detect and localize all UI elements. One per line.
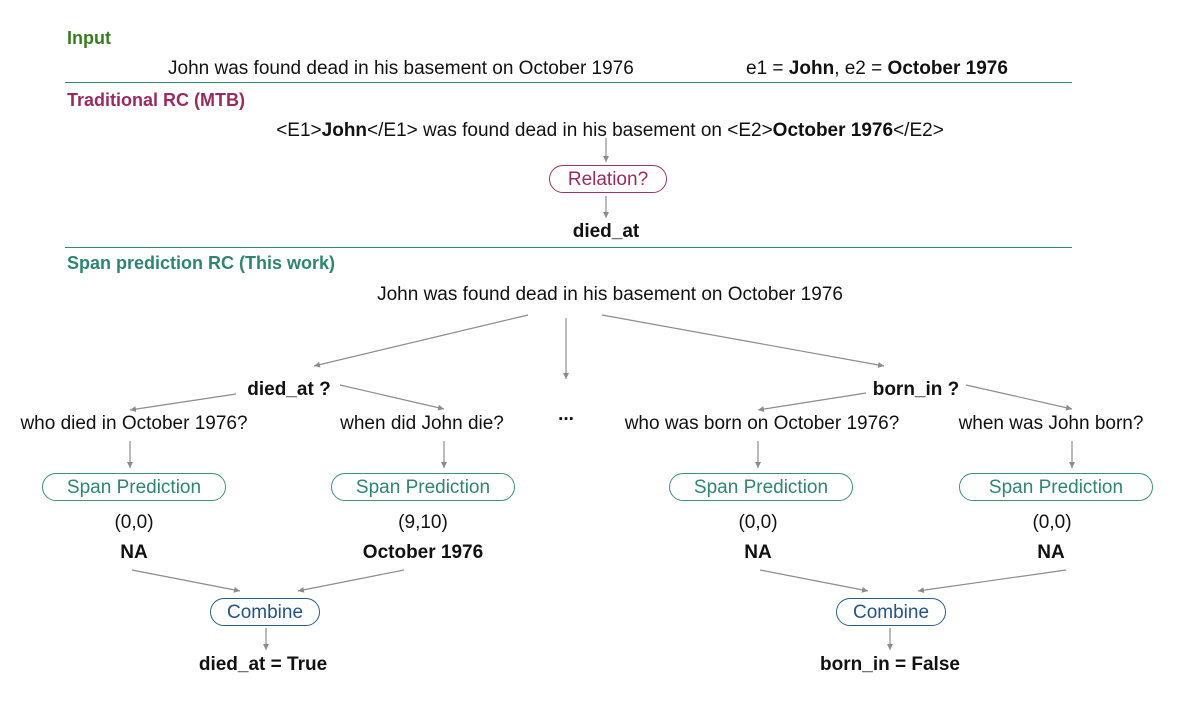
- span-header: Span prediction RC (This work): [67, 253, 336, 273]
- arrow-sentence-to-died-at: [313, 314, 529, 368]
- answer-text: NA: [744, 542, 772, 563]
- span-output: (0,0): [1032, 512, 1072, 533]
- result-born-in: born_in = False: [820, 654, 960, 675]
- tag-e1-open: <E1>: [276, 120, 322, 141]
- question-when-die: when did John die?: [340, 413, 504, 434]
- question-when-born: when was John born?: [958, 413, 1144, 434]
- tag-e2-open: <E2>: [727, 120, 773, 141]
- question-who-died: who died in October 1976?: [20, 413, 248, 434]
- answer-text: October 1976: [362, 542, 484, 563]
- span-output: (0,0): [738, 512, 778, 533]
- traditional-output: died_at: [572, 221, 640, 242]
- combine-node: Combine: [210, 598, 320, 626]
- answer-text: NA: [120, 542, 148, 563]
- traditional-header: Traditional RC (MTB): [67, 90, 245, 110]
- combine-node: Combine: [836, 598, 946, 626]
- tag-e1-close: </E1>: [367, 120, 418, 141]
- relation-born-in: born_in ?: [872, 379, 960, 400]
- span-prediction-node: Span Prediction: [959, 473, 1153, 501]
- input-header: Input: [67, 28, 111, 48]
- span-prediction-node: Span Prediction: [669, 473, 853, 501]
- arrow-na2-to-combine-right: [917, 569, 1067, 594]
- input-sentence: John was found dead in his basement on O…: [168, 58, 634, 79]
- arrow-born-in-to-q4: [965, 384, 1073, 411]
- traditional-sentence: <E1>John</E1> was found dead in his base…: [276, 121, 944, 140]
- question-who-born: who was born on October 1976?: [624, 413, 900, 434]
- result-died-at: died_at = True: [198, 654, 328, 675]
- arrow-born-in-to-q3: [757, 392, 867, 413]
- tagged-e2: October 1976: [772, 120, 894, 141]
- divider-traditional: [65, 247, 1072, 248]
- tagged-e1: John: [321, 120, 368, 141]
- input-entities: e1 = John, e2 = October 1976: [746, 59, 1008, 78]
- span-sentence: John was found dead in his basement on O…: [377, 284, 843, 305]
- e1-value: John: [788, 58, 835, 79]
- e1-label: e1 =: [746, 58, 789, 79]
- answer-text: NA: [1037, 542, 1065, 563]
- arrow-na-to-combine-left: [131, 569, 241, 593]
- tag-e2-close: </E2>: [893, 120, 944, 141]
- span-output: (9,10): [398, 512, 448, 533]
- span-output: (0,0): [114, 512, 154, 533]
- arrow-died-at-to-q2: [339, 384, 445, 411]
- arrow-answer-to-combine-left: [297, 569, 405, 593]
- e2-value: October 1976: [887, 58, 1008, 79]
- span-prediction-node: Span Prediction: [331, 473, 515, 501]
- arrow-na-to-combine-right: [759, 569, 869, 593]
- relation-node: Relation?: [549, 165, 667, 193]
- arrow-died-at-to-q1: [129, 393, 237, 413]
- ellipsis: ...: [558, 404, 574, 425]
- divider-input: [65, 82, 1072, 83]
- span-prediction-node: Span Prediction: [42, 473, 226, 501]
- relation-died-at: died_at ?: [247, 379, 331, 400]
- e2-label: , e2 =: [834, 58, 888, 79]
- traditional-middle-text: was found dead in his basement on: [417, 120, 728, 141]
- arrow-sentence-to-born-in: [601, 314, 885, 368]
